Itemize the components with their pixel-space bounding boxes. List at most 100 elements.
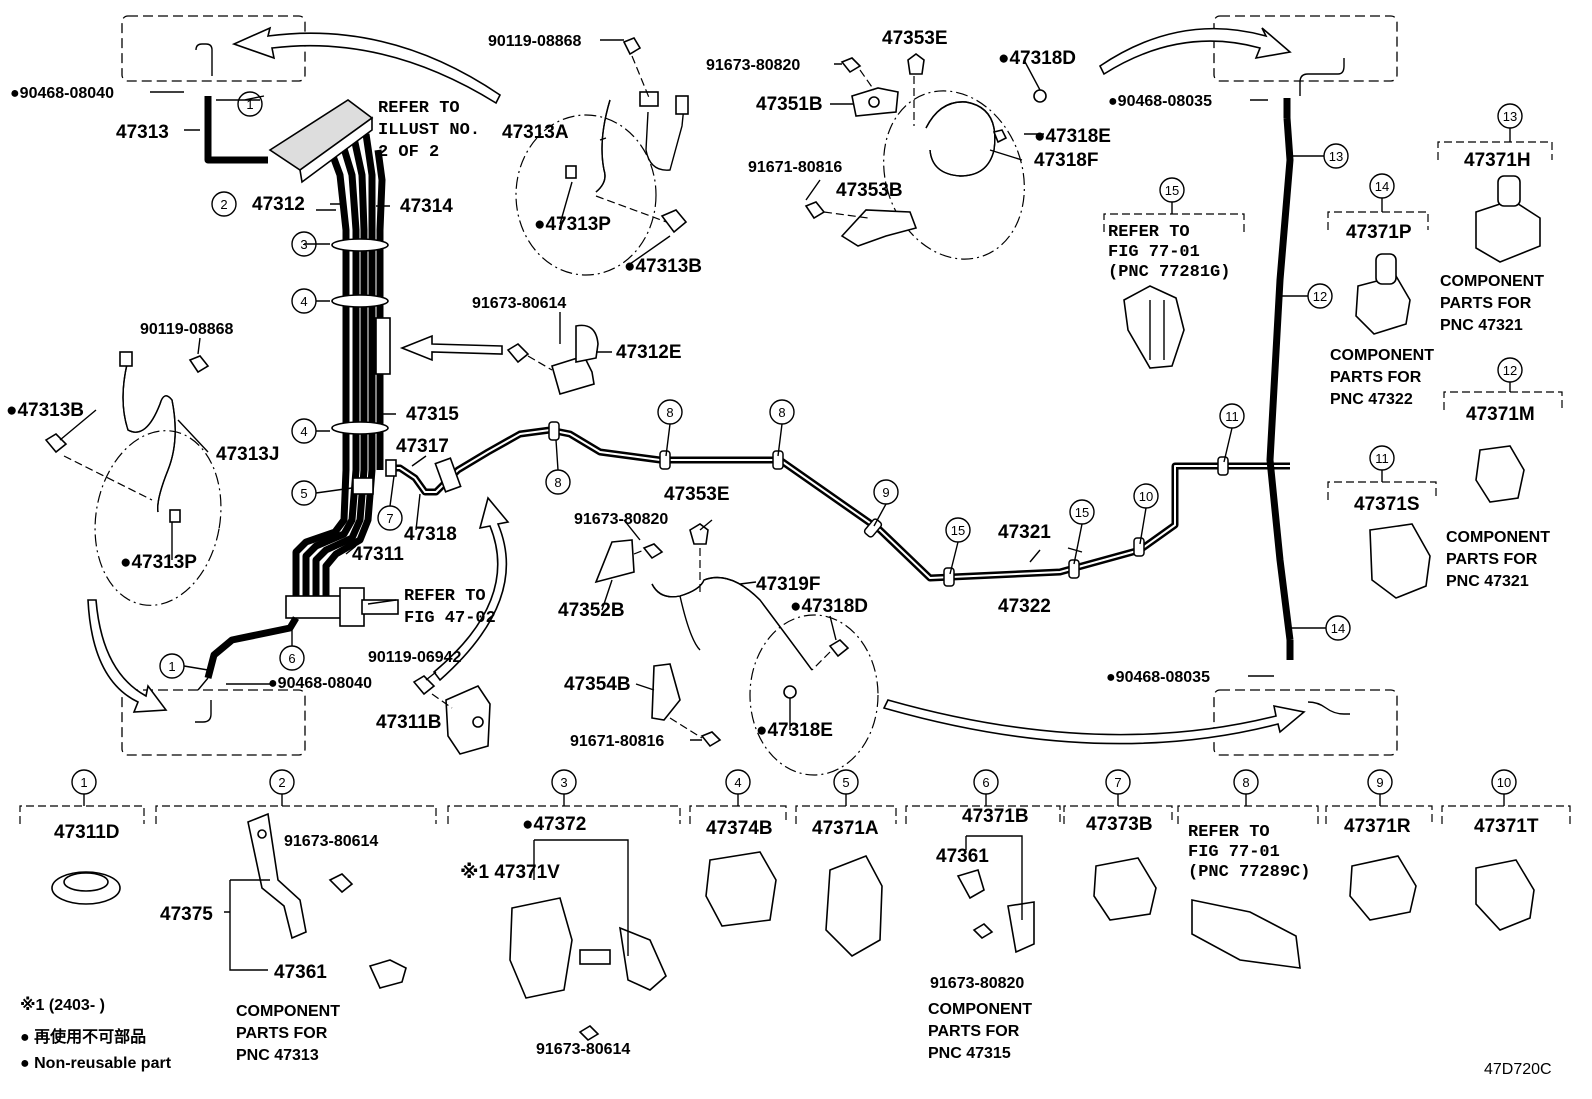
label-47318D-b: ●47318D: [790, 596, 868, 617]
svg-text:2: 2: [278, 775, 285, 790]
reference-notes: REFER TO ILLUST NO. 2 OF 2 REFER TO FIG …: [378, 99, 1310, 882]
callout-8-b: 8: [657, 399, 683, 425]
callout-2-bottom: 2: [269, 769, 295, 795]
svg-text:COMPONENT: COMPONENT: [928, 1001, 1032, 1018]
leader-lines: [59, 39, 1511, 806]
clip-47371B-drawing: [956, 869, 1035, 954]
component-notes: COMPONENT PARTS FOR PNC 47321 COMPONENT …: [236, 273, 1550, 1064]
label-47371P: 47371P: [1346, 222, 1412, 243]
brake-tube-bundle: [204, 96, 399, 679]
label-47371S: 47371S: [1354, 494, 1420, 515]
label-47315: 47315: [406, 404, 459, 425]
bracket-47353B: [804, 201, 918, 247]
svg-text:10: 10: [1497, 775, 1511, 790]
callout-6-bottom: 6: [973, 769, 999, 795]
svg-text:5: 5: [300, 486, 307, 501]
svg-text:15: 15: [951, 523, 965, 538]
curved-arrow-top-left: [231, 26, 502, 105]
curved-arrow-up-middle: [432, 496, 510, 682]
label-47321: 47321: [998, 522, 1051, 543]
label-90468-08040-b: ●90468-08040: [268, 675, 372, 692]
label-47371A: 47371A: [812, 818, 879, 839]
label-47322: 47322: [998, 596, 1051, 617]
svg-text:PARTS FOR: PARTS FOR: [236, 1025, 328, 1042]
svg-text:8: 8: [666, 405, 673, 420]
label-47318F-a: 47318F: [1034, 150, 1098, 171]
ref-fig7701b-line3: (PNC 77289C): [1188, 863, 1310, 882]
svg-text:PNC 47315: PNC 47315: [928, 1045, 1011, 1062]
ref-illust-line3: 2 OF 2: [378, 143, 439, 162]
clip-47371A-drawing: [825, 854, 883, 957]
svg-text:6: 6: [288, 651, 295, 666]
callout-10-bottom: 10: [1491, 769, 1517, 795]
clip-47371P-drawing: [1355, 253, 1411, 335]
ref-illust-line1: REFER TO: [378, 99, 460, 118]
callout-13-a: 13: [1323, 143, 1349, 169]
svg-text:4: 4: [300, 424, 307, 439]
label-91671-80816-a: 91671-80816: [748, 159, 842, 176]
svg-text:12: 12: [1503, 363, 1517, 378]
svg-text:4: 4: [734, 775, 741, 790]
detail-ellipse-47313J: [94, 430, 222, 606]
svg-text:1: 1: [80, 775, 87, 790]
svg-text:1: 1: [168, 659, 175, 674]
ref-fig7701a-line2: FIG 77-01: [1108, 243, 1200, 262]
label-47313J: 47313J: [216, 444, 279, 465]
footnote-non-reusable-en: ● Non-reusable part: [20, 1055, 172, 1072]
label-90468-08035-b: ●90468-08035: [1106, 669, 1210, 686]
svg-text:PNC 47313: PNC 47313: [236, 1047, 319, 1064]
label-47371V: ※1 47371V: [460, 862, 560, 883]
callout-2-a: 2: [211, 191, 237, 217]
label-47371R: 47371R: [1344, 816, 1411, 837]
ref-fig4702-line1: REFER TO: [404, 587, 486, 606]
callout-12-a: 12: [1307, 283, 1333, 309]
rear-brake-pipe-vertical: [1266, 98, 1294, 660]
clip-47374B-drawing: [705, 851, 777, 927]
diagram-id: 47D720C: [1484, 1061, 1552, 1078]
svg-text:7: 7: [1114, 775, 1121, 790]
svg-text:COMPONENT: COMPONENT: [1330, 347, 1434, 364]
svg-text:11: 11: [1375, 451, 1389, 466]
label-47353E-a: 47353E: [882, 28, 948, 49]
detail-box-bottom-right: [1213, 689, 1398, 756]
ref-fig7701b-line1: REFER TO: [1188, 823, 1270, 842]
bracket-47351B: [840, 53, 925, 126]
detail-ellipse-47313A: [515, 114, 657, 276]
bracket-47375-drawing: [247, 812, 407, 989]
bolts-47318-detail: [783, 638, 850, 699]
clamp-47371V-drawing: [509, 897, 667, 1042]
svg-text:11: 11: [1225, 409, 1239, 424]
bracket-47354B: [651, 663, 722, 748]
footnote-star: ※1 (2403- ): [20, 996, 105, 1014]
svg-text:3: 3: [560, 775, 567, 790]
label-91673-80614-b: 91673-80614: [284, 833, 378, 850]
svg-text:14: 14: [1331, 621, 1345, 636]
grommet-47311D-drawing: [51, 871, 121, 905]
label-91673-80820-a: 91673-80820: [706, 57, 800, 74]
svg-text:6: 6: [982, 775, 989, 790]
ref-fig7701a-line1: REFER TO: [1108, 223, 1190, 242]
ref-fig7701b-line2: FIG 77-01: [1188, 843, 1280, 862]
label-91673-80820-b: 91673-80820: [574, 511, 668, 528]
svg-text:14: 14: [1375, 179, 1389, 194]
straight-arrow-47312E: [399, 334, 503, 362]
label-47353E-b: 47353E: [664, 484, 730, 505]
svg-text:5: 5: [842, 775, 849, 790]
label-90468-08035-a: ●90468-08035: [1108, 93, 1212, 110]
hose-47318F: [925, 89, 1047, 177]
label-91673-80614-a: 91673-80614: [472, 295, 566, 312]
clip-77289C-drawing: [1191, 899, 1301, 969]
ref-fig4702-line2: FIG 47-02: [404, 609, 496, 628]
svg-text:PARTS FOR: PARTS FOR: [1446, 551, 1538, 568]
detail-box-top-right: [1213, 15, 1398, 96]
callout-4-a: 4: [291, 288, 317, 314]
svg-text:8: 8: [1242, 775, 1249, 790]
hose-47319F: [594, 523, 813, 671]
label-90119-08868-a: 90119-08868: [488, 33, 582, 50]
callout-15-b: 15: [1069, 499, 1095, 525]
clip-47371H-drawing: [1475, 175, 1541, 263]
callout-9-a: 9: [873, 479, 899, 505]
svg-text:PARTS FOR: PARTS FOR: [1330, 369, 1422, 386]
label-47317: 47317: [396, 436, 449, 457]
label-47311D: 47311D: [54, 822, 120, 843]
